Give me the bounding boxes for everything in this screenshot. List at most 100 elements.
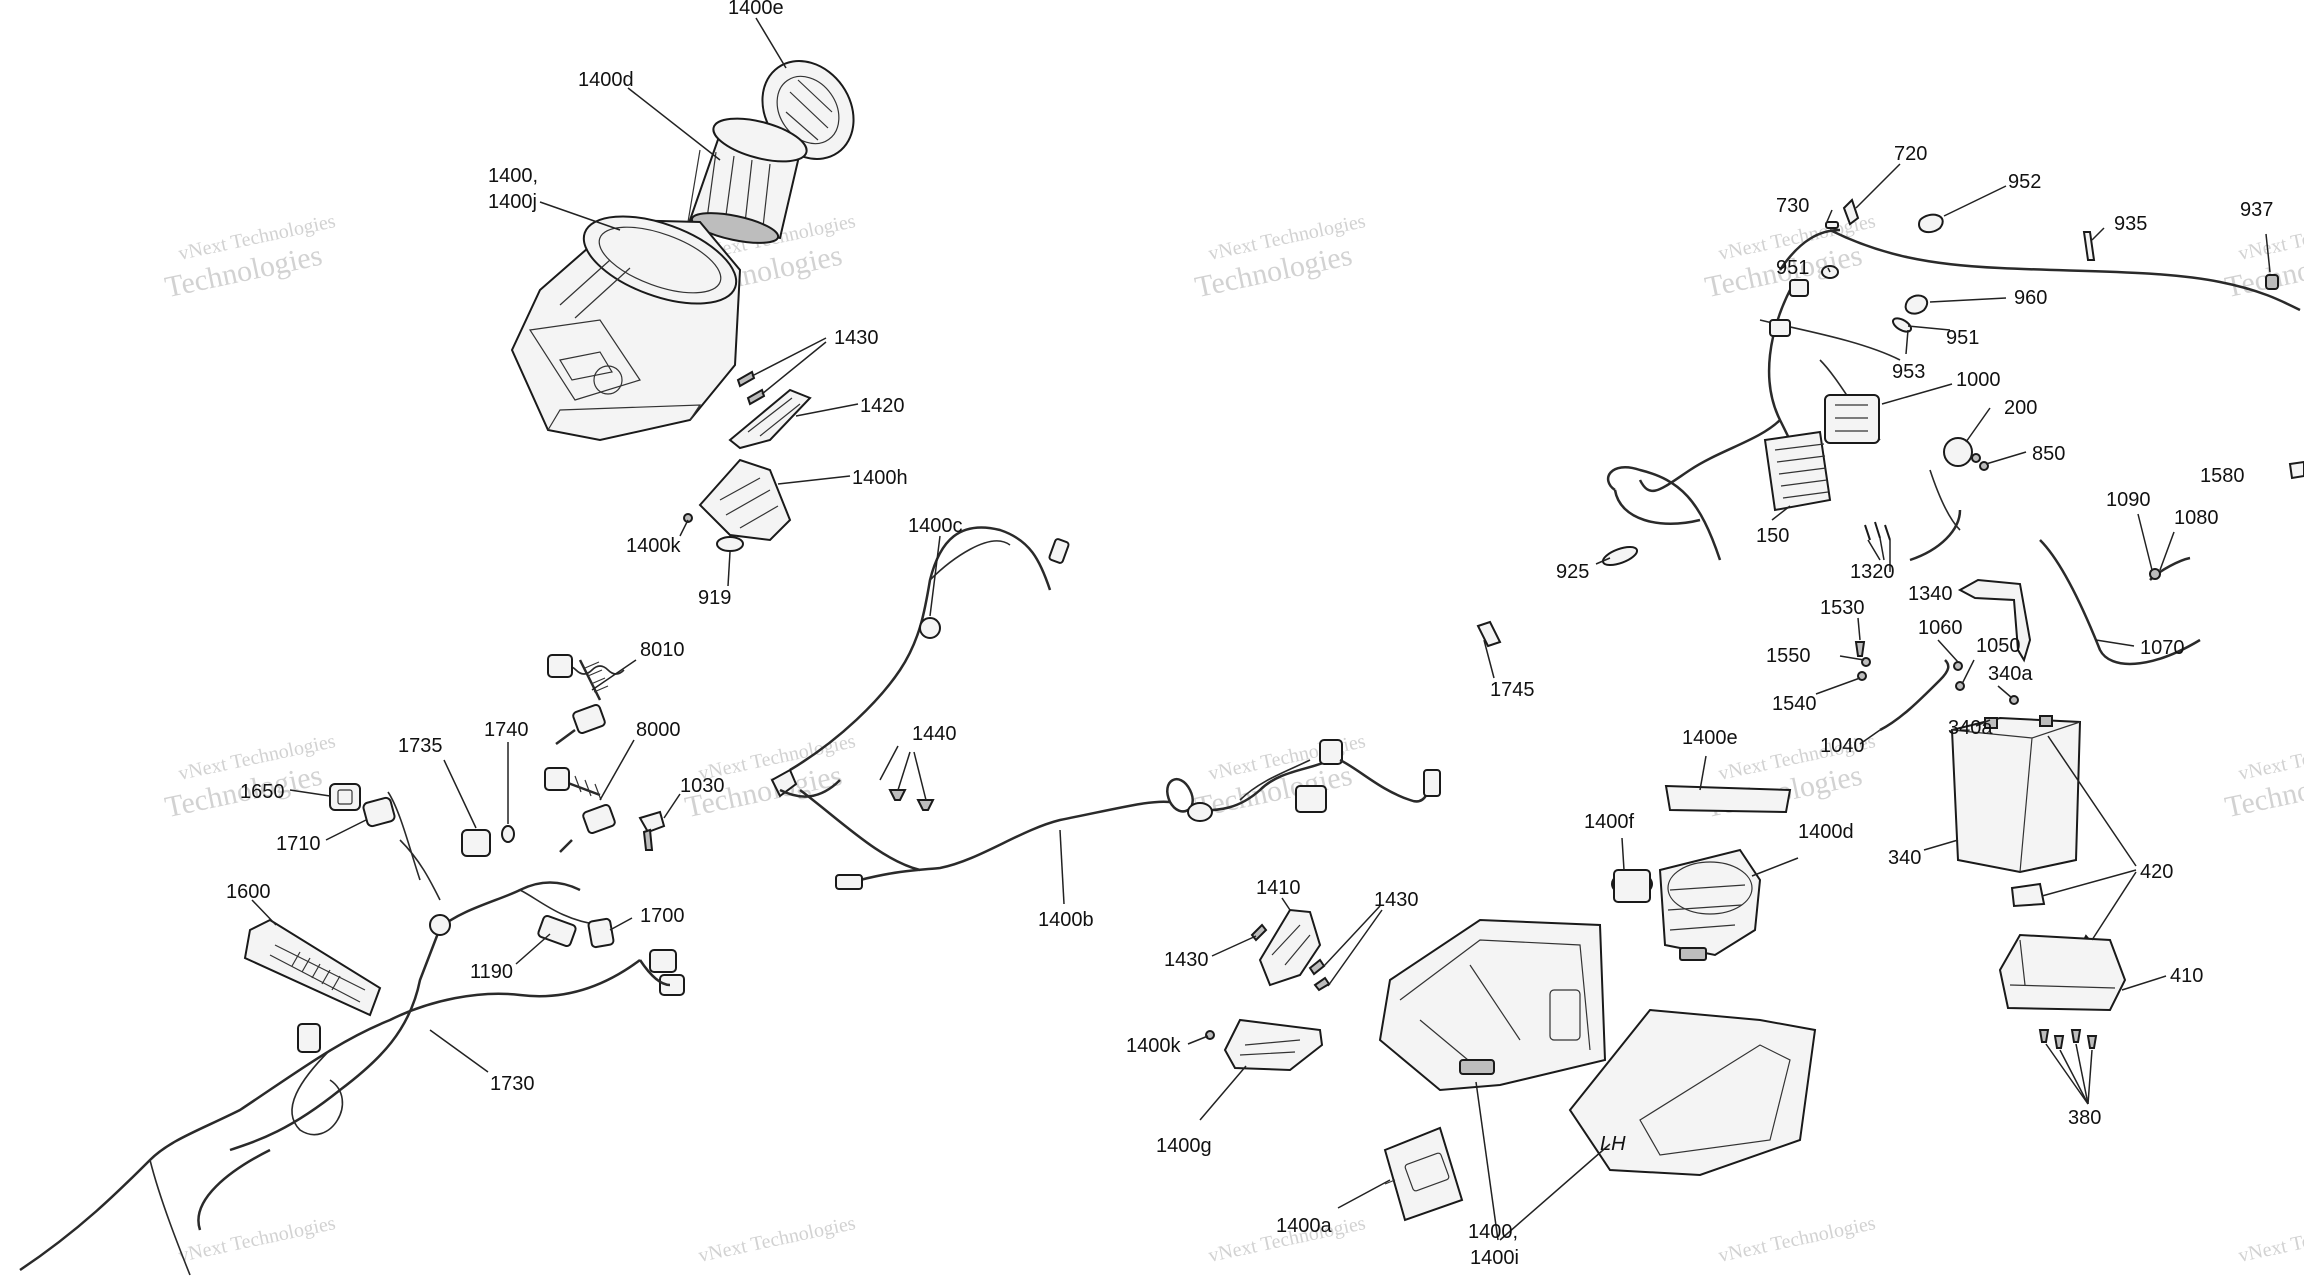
harness-wire-1400b	[1189, 758, 1331, 812]
callout-1070: 1070	[2140, 637, 2185, 659]
screw-part	[2053, 1035, 2065, 1049]
bracket-part	[728, 388, 812, 450]
ground-cable-part	[1909, 509, 1962, 562]
harness-branch-wire	[149, 1159, 191, 1276]
harness-wire-1400c	[789, 526, 1052, 772]
callout-1710: 1710	[276, 833, 321, 855]
connector-part	[659, 974, 685, 996]
watermark-text: vNext Technologies	[176, 1212, 337, 1267]
screw-part	[1250, 923, 1268, 942]
harness-wire-1400b	[1239, 759, 1311, 801]
callout-935: 935	[2114, 213, 2147, 235]
watermark-text: vNext Technologies	[2236, 1212, 2304, 1267]
o-ring-part	[501, 825, 515, 843]
screw-part	[683, 513, 693, 523]
watermark: vNext Technologies Technologies	[2222, 210, 2304, 304]
harness-wire-1400b	[859, 800, 1171, 882]
nut-part	[1971, 453, 1981, 463]
connector-part	[297, 1023, 321, 1053]
right-harness-wire	[1778, 228, 1841, 271]
battery-cable-part	[1879, 659, 1950, 732]
callout-1410: 1410	[1256, 877, 1301, 899]
connector-part	[1769, 319, 1791, 337]
callout-1745: 1745	[1490, 679, 1535, 701]
grommet-part	[638, 810, 666, 851]
callout-1735: 1735	[398, 735, 443, 757]
callout-1730: 1730	[490, 1073, 535, 1095]
callout-1530: 1530	[1820, 597, 1865, 619]
bolt-part	[1825, 221, 1839, 229]
callout-1400b: 1400b	[1038, 909, 1094, 931]
callout-1430-mid-right: 1430	[1374, 889, 1419, 911]
relay-part	[1943, 437, 1973, 467]
switch-part	[329, 783, 361, 811]
callout-1400i: 1400i	[1470, 1247, 1519, 1269]
connector-part	[362, 796, 396, 828]
callout-1050: 1050	[1976, 635, 2021, 657]
callout-1400d-top: 1400d	[578, 69, 634, 91]
callout-1700: 1700	[640, 905, 685, 927]
connector-part	[1048, 538, 1070, 564]
nut-part	[1953, 661, 1963, 671]
callout-1400k-top: 1400k	[626, 535, 681, 557]
callout-1090: 1090	[2106, 489, 2151, 511]
callout-937: 937	[2240, 199, 2273, 221]
coiled-cord-part	[547, 654, 625, 746]
grommet-part	[1187, 802, 1213, 822]
callout-1420: 1420	[860, 395, 905, 417]
callout-1340: 1340	[1908, 583, 1953, 605]
harness-branch-wire	[439, 881, 581, 929]
harness-loop-wire	[291, 1049, 344, 1136]
connector-part	[1789, 279, 1809, 297]
pod-housing-part	[510, 215, 742, 442]
screw-part	[888, 789, 907, 801]
callout-8010: 8010	[640, 639, 685, 661]
harness-wire-1400c	[929, 540, 1011, 581]
callout-1540: 1540	[1772, 693, 1817, 715]
battery-cable-part	[2039, 539, 2201, 666]
tie-part	[1601, 545, 1639, 567]
main-harness-wire	[19, 958, 641, 1272]
callout-1400f: 1400f	[1584, 811, 1634, 833]
right-harness-wire	[1638, 419, 1781, 492]
callout-1400-a: 1400,	[488, 165, 538, 187]
callout-1080: 1080	[2174, 507, 2219, 529]
watermark: vNext Technologies Technologies	[162, 730, 338, 824]
upper-console-assembly	[510, 60, 855, 552]
callout-730: 730	[1776, 195, 1809, 217]
callout-925: 925	[1556, 561, 1589, 583]
connector-part	[1295, 785, 1327, 813]
console-housing-part	[1378, 918, 1607, 1092]
callout-1650: 1650	[240, 781, 285, 803]
center-harness-assembly	[770, 526, 1502, 890]
callout-919: 919	[698, 587, 731, 609]
clip-part	[1842, 198, 1860, 226]
mount-part	[698, 458, 792, 542]
callout-340a-top: 340a	[1988, 663, 2033, 685]
callout-960: 960	[2014, 287, 2047, 309]
screw-part	[2086, 1035, 2098, 1049]
screw-part	[916, 799, 935, 811]
connector-part	[587, 917, 615, 949]
callout-1400e-bottom: 1400e	[1682, 727, 1738, 749]
leader-lines	[251, 17, 2271, 1241]
harness-branch-wire	[638, 959, 671, 987]
callout-420: 420	[2140, 861, 2173, 883]
callout-1400e-top: 1400e	[728, 0, 784, 19]
connector-part	[649, 949, 677, 973]
watermark: vNext Technologies	[176, 1212, 337, 1267]
callout-1740: 1740	[484, 719, 529, 741]
callout-1400-b: 1400,	[1468, 1221, 1518, 1243]
fuse-box-detail	[1835, 404, 1868, 432]
callout-720: 720	[1894, 143, 1927, 165]
callout-1430-mid-left: 1430	[1164, 949, 1209, 971]
connector-part	[1423, 769, 1441, 797]
callout-150: 150	[1756, 525, 1789, 547]
tie-part	[1904, 294, 1929, 315]
callout-1030: 1030	[680, 775, 725, 797]
connector-part	[770, 768, 798, 798]
tie-part	[1891, 317, 1913, 333]
connector-part	[1319, 739, 1343, 765]
